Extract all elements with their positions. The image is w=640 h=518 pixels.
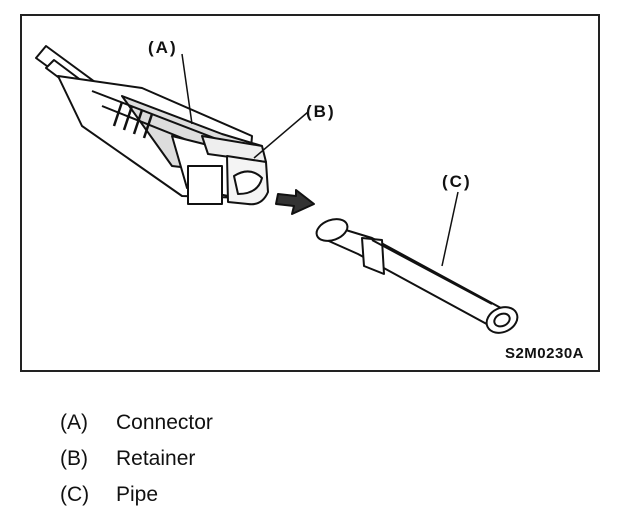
legend-key: (C) [60, 483, 90, 506]
legend-label: Retainer [116, 447, 196, 470]
legend-label: Pipe [116, 483, 159, 506]
legend-key: (A) [60, 411, 88, 434]
legend-key: (B) [60, 447, 88, 470]
connector-diagram [35, 45, 519, 334]
connector-drawing [35, 45, 267, 205]
legend-item: (A) Connector [60, 405, 213, 441]
legend-label: Connector [116, 411, 213, 434]
legend: (A) Connector (B) Retainer (C) Pipe [60, 405, 213, 513]
retainer-drawing [226, 155, 269, 206]
legend-item: (C) Pipe [60, 477, 213, 513]
legend-item: (B) Retainer [60, 441, 213, 477]
callout-a: (A) [148, 38, 178, 57]
pipe-drawing [315, 218, 519, 334]
callout-c: (C) [442, 172, 472, 191]
figure-frame: (A) (B) (C) S2M0230A [20, 14, 600, 372]
removal-arrow-icon [275, 189, 315, 215]
figure-code: S2M0230A [504, 345, 584, 362]
leader-lines [181, 53, 459, 267]
callout-b: (B) [306, 102, 336, 121]
